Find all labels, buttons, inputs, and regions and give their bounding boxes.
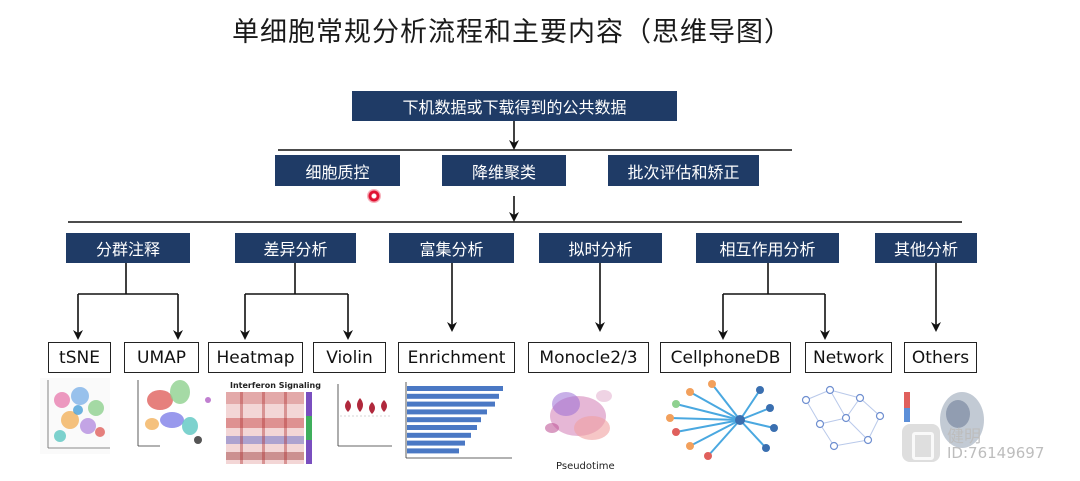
tool-others: Others [904, 342, 977, 373]
node-interaction: 相互作用分析 [696, 233, 839, 263]
enrichment-bar [407, 417, 481, 423]
violin-thumbnail [337, 384, 392, 447]
enrichment-bar [407, 401, 495, 407]
tool-violin: Violin [313, 342, 386, 373]
node-batch-correction: 批次评估和矫正 [608, 155, 759, 186]
umap-thumbnail [137, 380, 211, 447]
heatmap-thumbnail [226, 392, 312, 464]
enrichment-bar [407, 425, 477, 430]
node-dim-reduction: 降维聚类 [442, 155, 566, 186]
enrichment-bar [407, 432, 471, 438]
monocle-caption: Pseudotime [556, 461, 615, 472]
node-enrichment: 富集分析 [389, 233, 514, 263]
watermark-name: 健明 [947, 427, 981, 447]
enrichment-bar [407, 386, 503, 391]
monocle-thumbnail [545, 390, 612, 440]
tool-enrichment: Enrichment [398, 342, 515, 373]
watermark-logo-icon [902, 424, 940, 462]
enrichment-bars [407, 386, 503, 454]
page-title: 单细胞常规分析流程和主要内容（思维导图） [232, 17, 792, 48]
tsne-thumbnail [40, 378, 110, 454]
enrichment-bar [407, 440, 465, 446]
watermark: 健明 ID:76149697 [902, 422, 1072, 472]
enrichment-thumbnail [405, 382, 512, 459]
root-node: 下机数据或下载得到的公共数据 [352, 91, 677, 121]
enrichment-bar [407, 393, 499, 399]
tool-cellphonedb: CellphoneDB [660, 342, 791, 373]
watermark-id: ID:76149697 [947, 444, 1045, 462]
node-others: 其他分析 [875, 233, 977, 263]
tool-heatmap: Heatmap [208, 342, 303, 373]
node-pseudotime: 拟时分析 [539, 233, 662, 263]
node-qc: 细胞质控 [275, 155, 400, 186]
tool-monocle: Monocle2/3 [528, 342, 649, 373]
heatmap-thumbnail-title: Interferon Signaling [230, 381, 321, 390]
network-thumbnail [805, 389, 881, 447]
node-cluster-annotation: 分群注释 [66, 233, 190, 263]
cellphonedb-nodes [666, 380, 778, 460]
tool-network: Network [805, 342, 892, 373]
network-nodes [801, 385, 885, 451]
node-differential: 差异分析 [235, 233, 356, 263]
tool-tsne: tSNE [48, 342, 111, 373]
cellphonedb-thumbnail [669, 383, 775, 457]
cursor-pointer [367, 189, 381, 203]
enrichment-bar [407, 409, 487, 415]
tool-umap: UMAP [124, 342, 199, 373]
enrichment-bar [407, 448, 459, 454]
others-thumbnail [904, 392, 984, 448]
